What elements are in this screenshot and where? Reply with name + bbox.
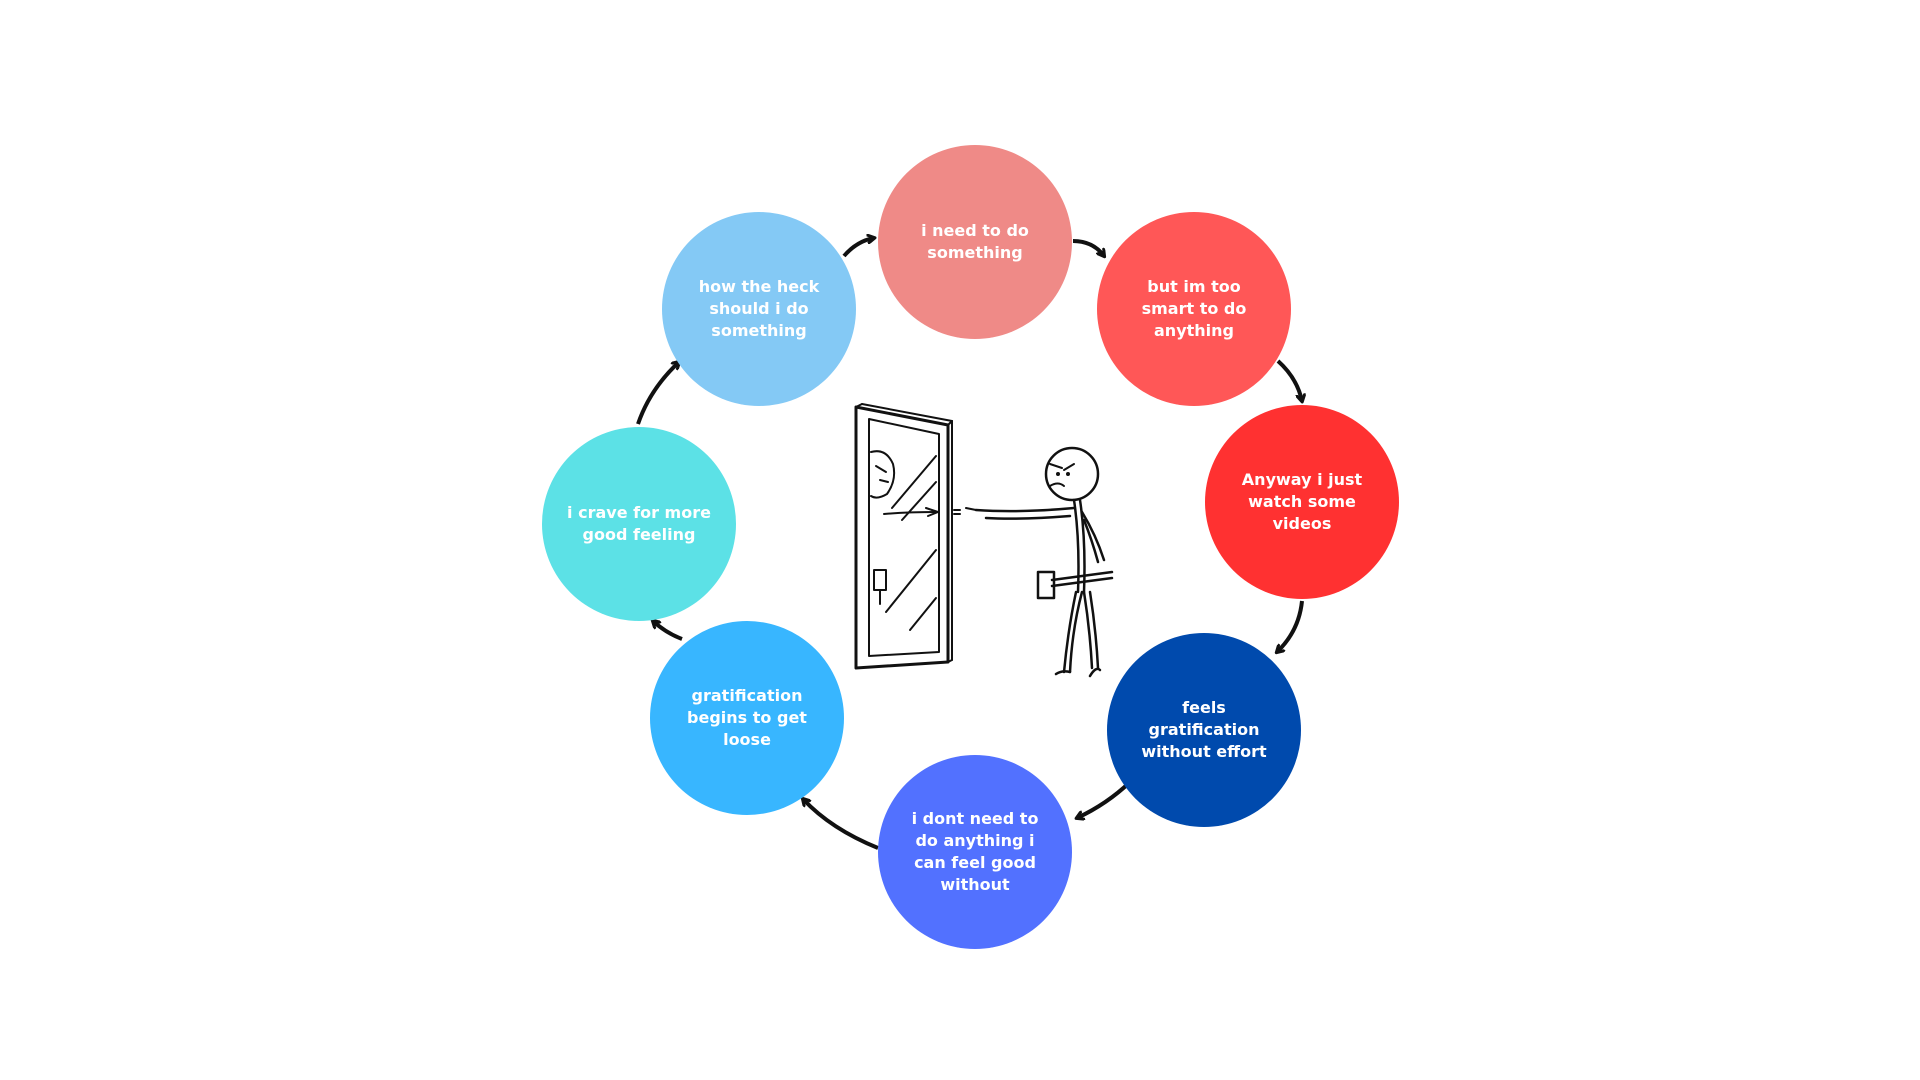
stickman-icon bbox=[953, 446, 1114, 678]
cycle-node-but-im-too-smart: but im too smart to do anything bbox=[1097, 212, 1291, 406]
cycle-node-dont-need-to-do-anything: i dont need to do anything i can feel go… bbox=[878, 755, 1072, 949]
cycle-node-i-need-to-do-something: i need to do something bbox=[878, 145, 1072, 339]
cycle-node-feels-gratification: feels gratification without effort bbox=[1107, 633, 1301, 827]
arrow-n2-n3 bbox=[1276, 359, 1302, 401]
cycle-node-label: how the heck should i do something bbox=[698, 277, 820, 340]
arrow-n6-n7 bbox=[653, 621, 683, 641]
arrow-n8-n1 bbox=[842, 238, 874, 258]
cycle-node-watch-some-videos: Anyway i just watch some videos bbox=[1205, 405, 1399, 599]
cycle-node-how-the-heck: how the heck should i do something bbox=[662, 212, 856, 406]
cycle-node-crave-for-more: i crave for more good feeling bbox=[542, 427, 736, 621]
arrow-n1-n2 bbox=[1072, 239, 1104, 256]
cycle-node-label: but im too smart to do anything bbox=[1141, 277, 1247, 340]
arrow-n5-n6 bbox=[803, 799, 879, 850]
mirror-icon bbox=[854, 403, 953, 670]
cycle-node-label: feels gratification without effort bbox=[1141, 698, 1267, 761]
cycle-node-label: i need to do something bbox=[921, 221, 1029, 262]
arrow-n7-n8 bbox=[636, 362, 679, 425]
cycle-node-label: i dont need to do anything i can feel go… bbox=[911, 809, 1039, 894]
arrow-n3-n4 bbox=[1277, 600, 1304, 652]
cycle-node-label: i crave for more good feeling bbox=[567, 503, 711, 544]
cycle-node-label: gratification begins to get loose bbox=[687, 686, 807, 749]
cycle-node-gratification-loose: gratification begins to get loose bbox=[650, 621, 844, 815]
cycle-node-label: Anyway i just watch some videos bbox=[1241, 470, 1363, 533]
